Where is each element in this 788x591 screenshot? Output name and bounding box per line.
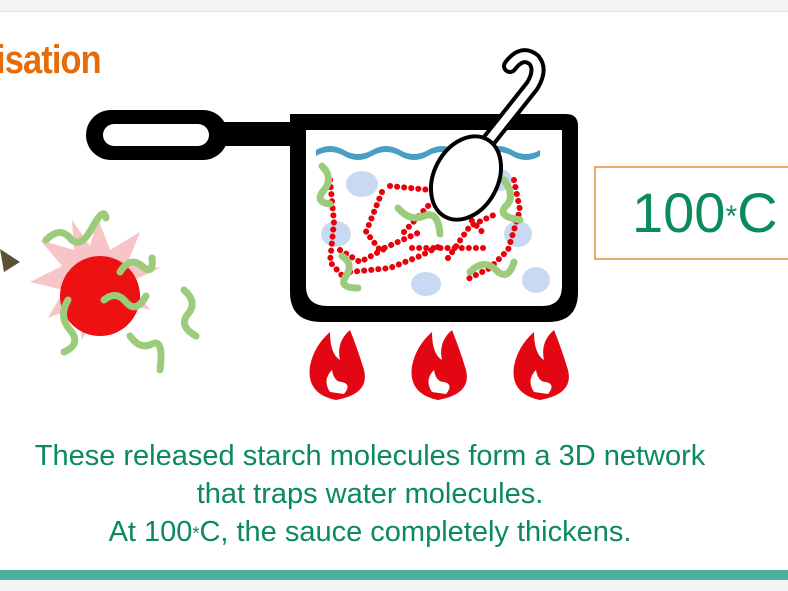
caption: These released starch molecules form a 3… <box>0 437 770 552</box>
amylose-strands <box>316 162 524 292</box>
bottom-rule <box>0 580 788 591</box>
temperature-value: 100 <box>632 181 726 244</box>
temperature-unit: C <box>737 181 778 244</box>
flame-icon <box>411 330 467 400</box>
bottom-bar <box>0 570 788 580</box>
caption-line-2: that traps water molecules. <box>196 478 544 510</box>
caption-line-3-prefix: At 100 <box>108 516 193 548</box>
caption-line-1: These released starch molecules form a 3… <box>34 440 706 472</box>
top-rule <box>0 0 788 12</box>
arrow-icon <box>0 249 20 272</box>
temperature-label: 100*C <box>632 182 778 248</box>
starch-granule-icon <box>30 210 200 374</box>
caption-line-3: At 100*C, the sauce completely thickens. <box>0 513 770 552</box>
flame-icon <box>513 330 569 400</box>
flame-icon <box>309 330 365 400</box>
water-wave <box>316 146 540 160</box>
caption-line-3-suffix: C, the sauce completely thickens. <box>199 516 632 548</box>
page-title: isation <box>0 38 102 82</box>
temperature-box: 100*C <box>594 166 788 260</box>
caption-line-3-star: * <box>192 523 200 544</box>
temperature-degree: * <box>725 200 738 234</box>
spoon-icon <box>428 48 546 222</box>
